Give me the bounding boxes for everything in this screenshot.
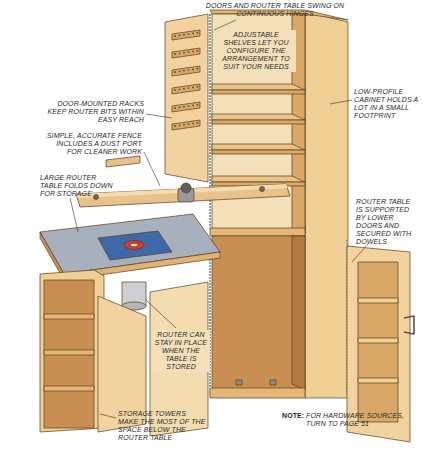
callout-label: ROUTER TABLE IS SUPPORTED BY LOWER DOORS… — [356, 198, 418, 246]
router-bit — [192, 51, 194, 53]
router-bit — [183, 52, 185, 54]
router-bit — [174, 71, 176, 73]
storage-tower — [40, 270, 104, 432]
door-storage — [358, 262, 398, 422]
router-bit — [197, 50, 199, 52]
upper-door — [165, 14, 208, 182]
router-bit — [179, 106, 181, 108]
router-bit — [197, 68, 199, 70]
callout-label: LOW-PROFILE CABINET HOLDS A LOT IN A SMA… — [354, 88, 418, 120]
router-plate — [98, 231, 172, 260]
router-bit — [192, 105, 194, 107]
tower-shelf — [44, 314, 94, 319]
router-bit — [197, 86, 199, 88]
router-bit — [188, 33, 190, 35]
router-bit — [188, 87, 190, 89]
callout-label: ADJUSTABLE SHELVES LET YOU CONFIGURE THE… — [216, 30, 296, 72]
router-bit — [174, 107, 176, 109]
router-bit — [179, 52, 181, 54]
router-bit — [188, 51, 190, 53]
lower-interior-side — [292, 236, 305, 390]
insert-hole — [130, 243, 138, 247]
leader-lines — [70, 20, 368, 418]
callout-label: DOOR-MOUNTED RACKS KEEP ROUTER BITS WITH… — [40, 100, 144, 124]
router-bit — [192, 33, 194, 35]
bit-racks — [172, 30, 200, 130]
fence-knob — [94, 195, 99, 200]
router-bit — [174, 89, 176, 91]
router-bit — [174, 125, 176, 127]
router-bit — [192, 69, 194, 71]
callout-label: STORAGE TOWERS MAKE THE MOST OF THE SPAC… — [118, 410, 208, 442]
router-bit — [179, 34, 181, 36]
continuous-hinge — [209, 238, 211, 396]
router-bit — [179, 70, 181, 72]
router-bit — [188, 123, 190, 125]
tower-shelf — [44, 350, 94, 355]
callout-label: DOORS AND ROUTER TABLE SWING ON CONTINUO… — [200, 2, 350, 18]
dust-port — [181, 183, 191, 193]
router-bit — [188, 105, 190, 107]
router-bit — [183, 70, 185, 72]
router-bit — [197, 32, 199, 34]
callout-label: FOR HARDWARE SOURCES, TURN TO PAGE 51 — [306, 412, 406, 428]
router-bit — [183, 124, 185, 126]
upper-interior — [212, 14, 305, 234]
door-shelf — [358, 298, 398, 303]
fixed-shelf — [210, 228, 305, 236]
adjustable-shelves — [212, 84, 305, 186]
router-bit — [183, 88, 185, 90]
cabinet-base — [210, 388, 305, 398]
fence-knob — [260, 187, 265, 192]
router-bit — [192, 123, 194, 125]
router-bit — [188, 69, 190, 71]
lower-interior — [212, 236, 305, 390]
router-bit — [179, 124, 181, 126]
tower-interior — [44, 280, 94, 428]
router-bit — [197, 122, 199, 124]
router-bit — [183, 34, 185, 36]
callout-label: SIMPLE, ACCURATE FENCE INCLUDES A DUST P… — [46, 132, 142, 156]
router-bit — [197, 104, 199, 106]
router-bit — [174, 53, 176, 55]
router-bit — [179, 88, 181, 90]
cabinet-side — [305, 12, 348, 398]
dowel-holder — [270, 380, 276, 385]
router-bit — [192, 87, 194, 89]
door-shelf — [358, 338, 398, 343]
router-bit — [174, 35, 176, 37]
note-label: NOTE: — [282, 412, 306, 420]
door-handle — [404, 316, 414, 334]
door-shelf — [358, 378, 398, 383]
callout-label: ROUTER CAN STAY IN PLACE WHEN THE TABLE … — [152, 330, 210, 372]
dowel-holder — [236, 380, 242, 385]
insert-ring — [124, 241, 144, 250]
callout-label: LARGE ROUTER TABLE FOLDS DOWN FOR STORAG… — [40, 174, 114, 198]
tower-shelf — [44, 386, 94, 391]
fence-stop — [106, 156, 140, 167]
router-bit — [183, 106, 185, 108]
